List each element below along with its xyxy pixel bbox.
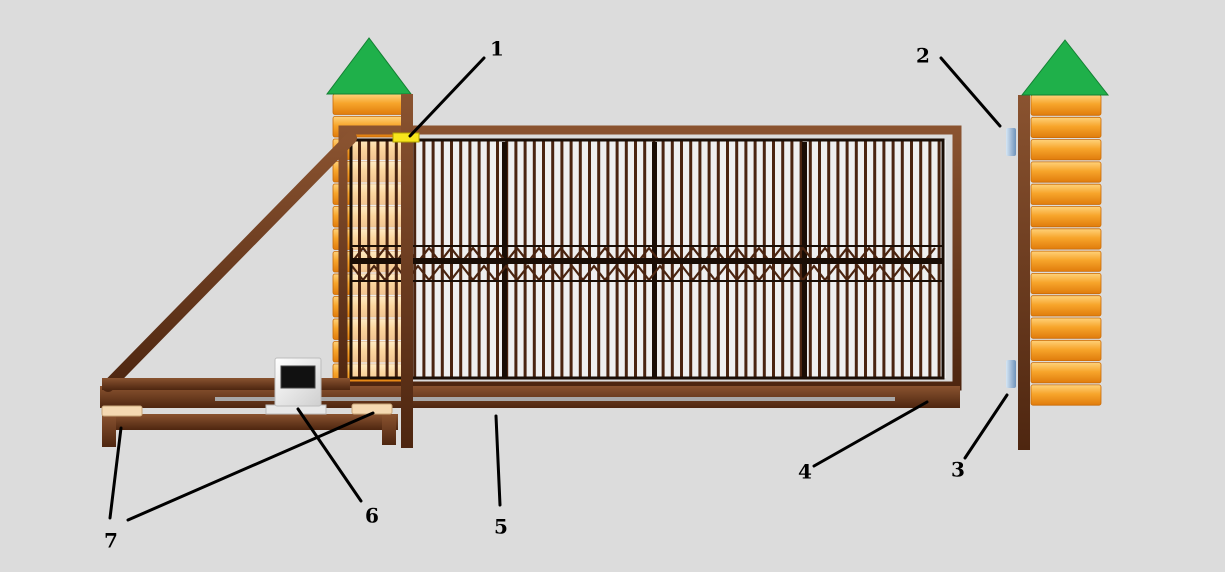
left-post (401, 94, 413, 448)
callout-line-2 (939, 56, 1002, 128)
callout-line-7b (126, 411, 375, 522)
gate-mid-rail (352, 258, 942, 264)
callout-4: 4 (798, 460, 812, 484)
right-brick-3 (1030, 139, 1102, 161)
callout-line-1 (408, 56, 486, 138)
right-brick-2 (1030, 116, 1102, 139)
callout-line-4 (812, 400, 929, 468)
right-brick-11 (1030, 317, 1102, 339)
zigzag-lower (351, 264, 936, 282)
callout-6: 6 (365, 504, 379, 528)
right-brick-4 (1030, 161, 1102, 183)
callout-5: 5 (494, 515, 508, 539)
right-brick-9 (1030, 272, 1102, 295)
right-brick-5 (1030, 183, 1102, 205)
catcher-icon-bottom (1006, 360, 1016, 388)
motor-unit-icon (265, 357, 327, 415)
callout-line-7a (108, 426, 123, 520)
callout-line-5 (494, 414, 502, 507)
left-brick-1 (332, 93, 404, 115)
callout-7: 7 (104, 529, 118, 553)
gate-tail-leg-left (102, 414, 116, 447)
right-brick-1 (1030, 94, 1102, 116)
callout-2: 2 (916, 44, 930, 68)
gate-tail-leg-right (382, 414, 396, 445)
catcher-icon-top (1006, 128, 1016, 156)
callout-1: 1 (490, 37, 504, 61)
callout-lines (108, 56, 1009, 522)
gate-counterweight-frame (102, 132, 357, 392)
right-brick-7 (1030, 228, 1102, 250)
right-brick-6 (1030, 206, 1102, 228)
right-pillar-bricks (1030, 94, 1102, 406)
right-pillar (1018, 39, 1110, 450)
right-brick-12 (1030, 339, 1102, 361)
right-brick-10 (1030, 295, 1102, 317)
callout-numbers: 1 2 3 4 5 6 7 (104, 37, 965, 553)
gate-tail-lower (102, 414, 398, 430)
right-pillar-cap-icon (1020, 39, 1110, 96)
right-brick-14 (1030, 384, 1102, 406)
callout-line-3 (963, 393, 1009, 460)
right-brick-8 (1030, 250, 1102, 272)
roller-icon-left (101, 405, 143, 417)
left-pillar-cap-icon (326, 37, 412, 95)
right-brick-13 (1030, 362, 1102, 384)
callout-3: 3 (951, 458, 965, 482)
callout-line-6 (296, 407, 363, 503)
gate-inner-frame (349, 138, 945, 380)
right-post (1018, 95, 1030, 450)
sensor-icon (392, 132, 420, 143)
gate-bottom-rail (215, 397, 895, 401)
gate-icon (100, 125, 962, 447)
